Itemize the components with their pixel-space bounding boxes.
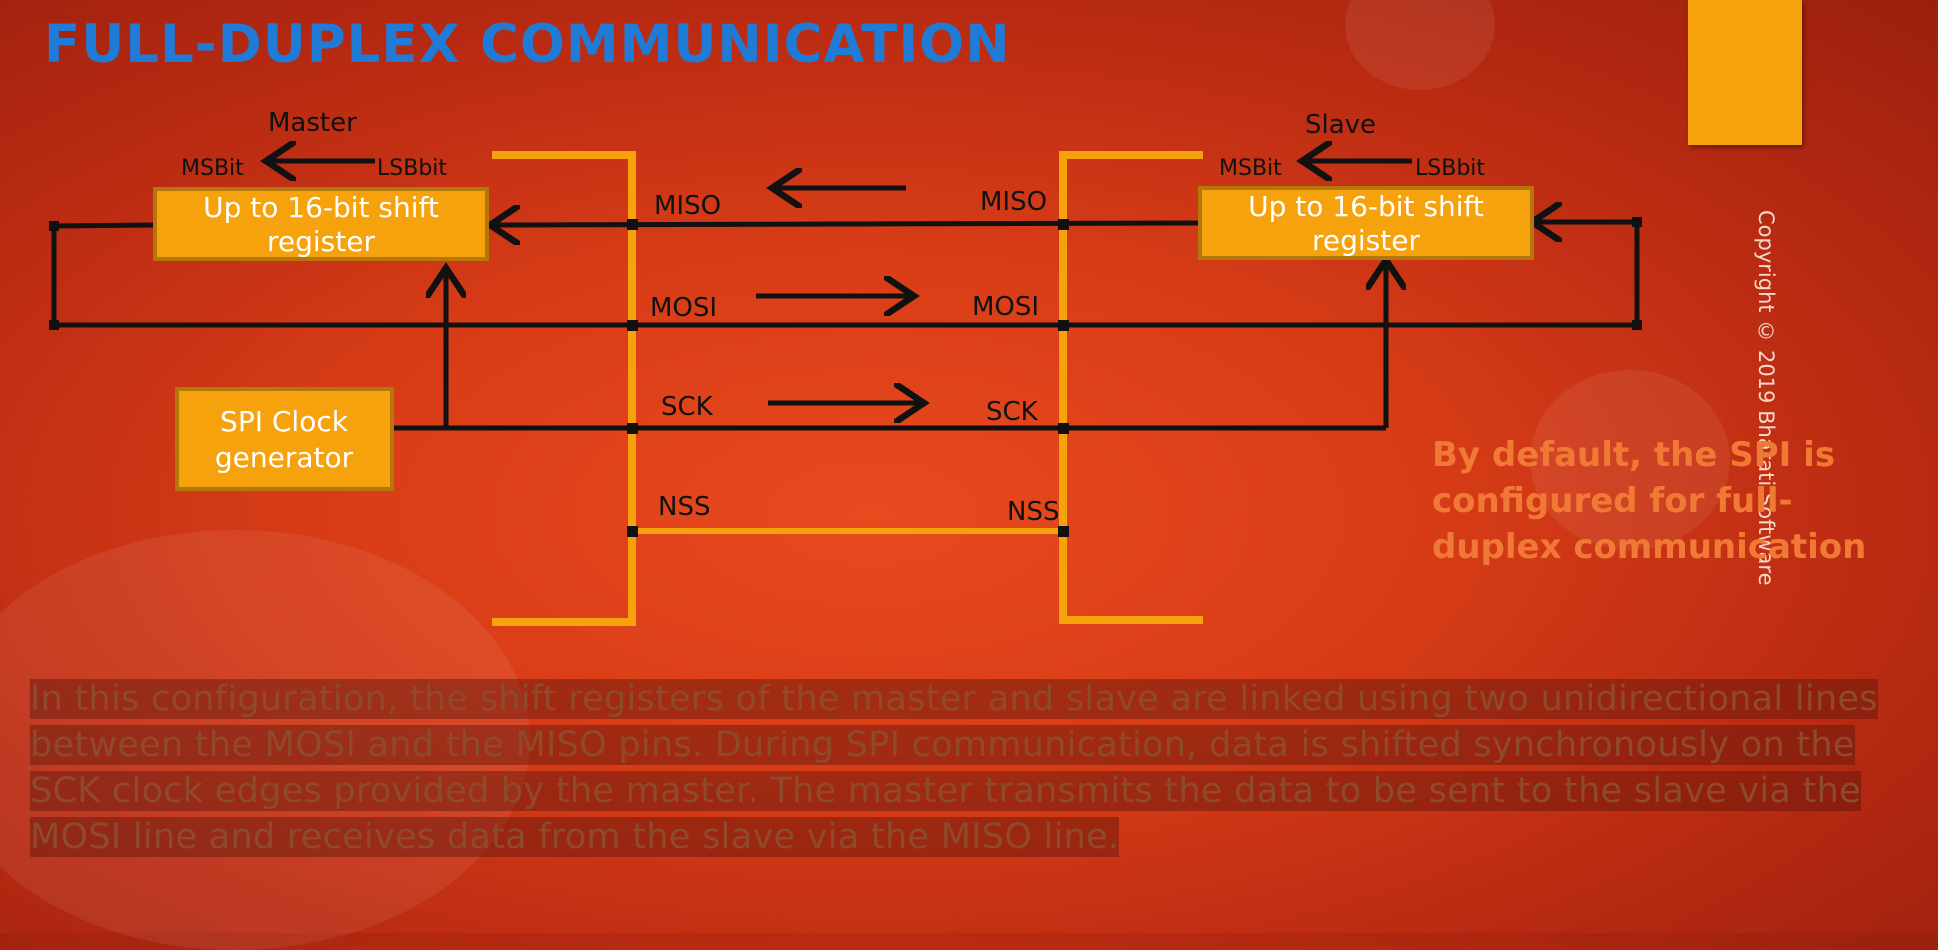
master-connector-bracket bbox=[492, 151, 636, 626]
junction-dot bbox=[1058, 320, 1069, 331]
junction-dot bbox=[627, 423, 638, 434]
callout-text: By default, the SPI is configured for fu… bbox=[1432, 435, 1867, 567]
junction-dot bbox=[1058, 423, 1069, 434]
master-sck-pin-label: SCK bbox=[661, 392, 714, 422]
master-mosi-pin-label: MOSI bbox=[650, 293, 717, 323]
slave-sck-pin-label: SCK bbox=[986, 397, 1039, 427]
junction-dot bbox=[1632, 217, 1642, 227]
spi-clock-generator bbox=[175, 387, 394, 491]
junction-dot bbox=[1058, 526, 1069, 537]
description-text: In this configuration, the shift registe… bbox=[30, 679, 1878, 857]
miso-line bbox=[490, 223, 1201, 225]
copyright-text: Copyright © 2019 Bharati Software bbox=[1754, 210, 1778, 586]
clock-label-line1: SPI Clock bbox=[220, 405, 349, 438]
junction-dot bbox=[627, 526, 638, 537]
master-lsb-label: LSBbit bbox=[377, 156, 447, 181]
page-title: FULL-DUPLEX COMMUNICATION bbox=[44, 14, 1011, 75]
slave-lsb-label: LSBbit bbox=[1415, 156, 1485, 181]
mosi-line bbox=[51, 222, 1640, 328]
master-msb-label: MSBit bbox=[181, 156, 244, 181]
master-label: Master bbox=[268, 108, 357, 138]
slave-connector-bracket bbox=[1059, 151, 1203, 624]
description-paragraph: In this configuration, the shift registe… bbox=[30, 676, 1900, 860]
slave-register-label-line2: register bbox=[1312, 224, 1420, 257]
accent-bar bbox=[1688, 0, 1802, 145]
slave-register-label-line1: Up to 16-bit shift bbox=[1248, 190, 1484, 223]
slave-nss-pin-label: NSS bbox=[1007, 497, 1059, 527]
decor-circle bbox=[1530, 370, 1730, 550]
master-register-label-line2: register bbox=[267, 225, 375, 258]
slave-shift-register bbox=[1198, 186, 1534, 260]
slave-miso-pin-label: MISO bbox=[980, 187, 1047, 217]
slave-label: Slave bbox=[1305, 110, 1376, 140]
slave-mosi-pin-label: MOSI bbox=[972, 292, 1039, 322]
junction-dot bbox=[1058, 219, 1069, 230]
clock-label-line2: generator bbox=[215, 441, 354, 474]
master-nss-pin-label: NSS bbox=[658, 492, 710, 522]
junction-dot bbox=[627, 320, 638, 331]
junction-dot bbox=[49, 221, 59, 231]
junction-dot bbox=[627, 219, 638, 230]
junction-dot bbox=[49, 320, 59, 330]
slave-msb-label: MSBit bbox=[1219, 156, 1282, 181]
decor-circle bbox=[0, 530, 530, 950]
master-miso-pin-label: MISO bbox=[654, 191, 721, 221]
master-shift-register bbox=[153, 187, 489, 261]
junction-dot bbox=[1632, 320, 1642, 330]
master-register-label-line1: Up to 16-bit shift bbox=[203, 191, 439, 224]
